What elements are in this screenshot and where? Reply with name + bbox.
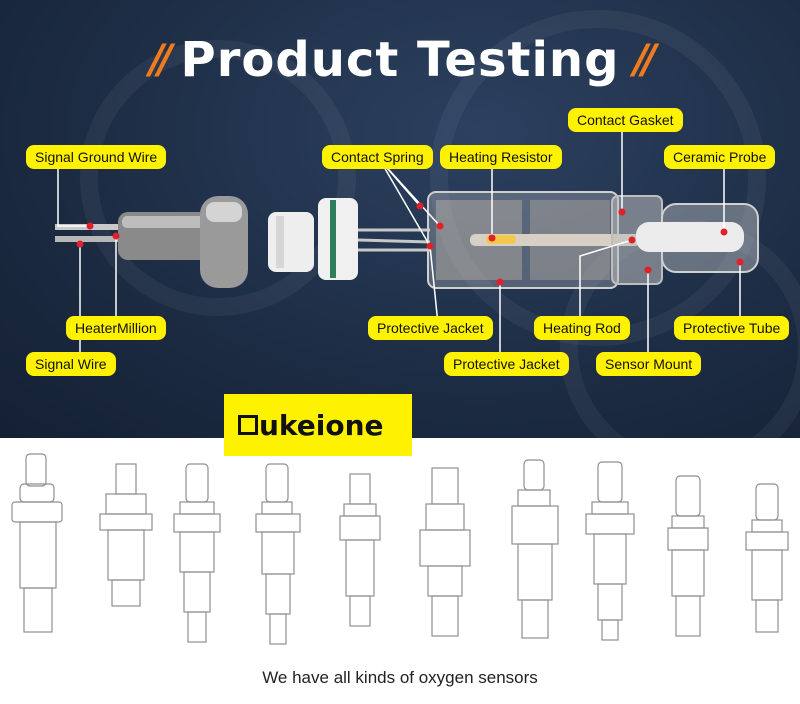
contact-springs (357, 228, 431, 252)
sensor-drawing (173, 463, 221, 643)
sensor-drawing (99, 463, 153, 607)
sensor-drawing (585, 461, 635, 641)
callout-signal-wire: Signal Wire (26, 352, 116, 376)
brand-badge: ukeione (224, 394, 412, 456)
sensor-cutaway-illustration (55, 191, 759, 289)
brand-name: ukeione (259, 408, 384, 442)
brand-square-icon (238, 415, 258, 435)
callout-protective-tube: Protective Tube (674, 316, 790, 340)
callout-heating-resistor: Heating Resistor (440, 145, 562, 169)
callout-protective-jacket-lower: Protective Jacket (444, 352, 569, 376)
callout-contact-spring: Contact Spring (322, 145, 433, 169)
sensor-drawing (11, 453, 63, 633)
callout-markers (76, 202, 744, 286)
sensor-drawing (255, 463, 301, 645)
title-row: // Product Testing // (0, 30, 800, 90)
white-insulator (268, 212, 314, 272)
sensor-drawing (339, 473, 381, 627)
callout-contact-gasket: Contact Gasket (568, 108, 683, 132)
callout-ceramic-probe: Ceramic Probe (664, 145, 776, 169)
callout-sensor-mount: Sensor Mount (596, 352, 702, 376)
sensor-drawing (511, 459, 559, 639)
gasket-ring (318, 198, 358, 280)
ceramic-probe (636, 222, 744, 252)
hero-banner: // Product Testing // (0, 0, 800, 438)
callout-protective-jacket-upper: Protective Jacket (368, 316, 493, 340)
sensor-drawing (419, 467, 471, 637)
footer-caption: We have all kinds of oxygen sensors (262, 668, 538, 687)
callout-signal-ground-wire: Signal Ground Wire (26, 145, 167, 169)
sensor-drawing (745, 483, 789, 633)
sensor-drawing (667, 475, 709, 637)
callout-heating-rod: Heating Rod (534, 316, 630, 340)
page-title: Product Testing (180, 32, 620, 88)
callout-heater-million: HeaterMillion (66, 316, 166, 340)
